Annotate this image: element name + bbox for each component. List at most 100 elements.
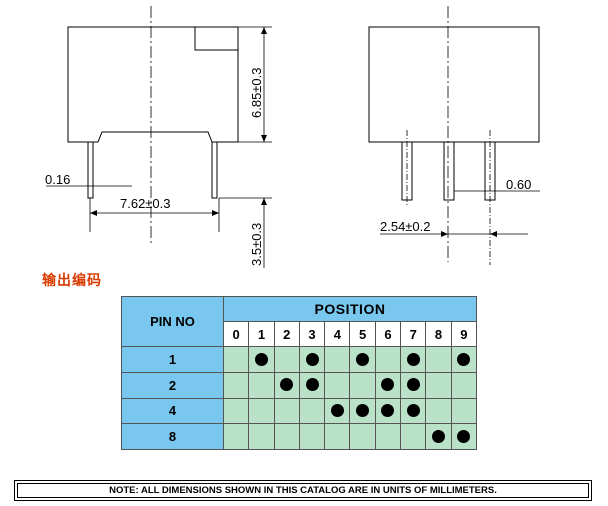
position-cell bbox=[324, 423, 351, 450]
position-cell bbox=[222, 423, 250, 450]
lead-width-label: 0.60 bbox=[506, 177, 531, 192]
output-code-title: 输出编码 bbox=[42, 273, 102, 289]
pin-spacing-right-arrow-right bbox=[490, 231, 497, 237]
position-cell bbox=[222, 346, 250, 373]
position-cell bbox=[222, 397, 250, 425]
position-dot bbox=[305, 378, 319, 392]
position-cell bbox=[400, 346, 427, 373]
position-cell bbox=[374, 346, 402, 373]
position-number: 6 bbox=[374, 321, 402, 347]
height-label: 6.85±0.3 bbox=[249, 67, 264, 118]
pin-number: 2 bbox=[121, 371, 224, 399]
position-cell bbox=[400, 397, 427, 425]
position-cell bbox=[324, 371, 351, 399]
position-cell bbox=[324, 346, 351, 373]
position-cell bbox=[400, 371, 427, 399]
position-cell bbox=[222, 371, 250, 399]
position-number: 7 bbox=[400, 321, 427, 347]
position-cell bbox=[273, 397, 300, 425]
position-cell bbox=[349, 397, 376, 425]
position-cell bbox=[349, 346, 376, 373]
position-dot bbox=[330, 404, 344, 418]
position-dot bbox=[254, 352, 268, 366]
right-body-outline bbox=[368, 26, 540, 143]
position-number: 5 bbox=[349, 321, 376, 347]
position-cell bbox=[248, 371, 275, 399]
position-cell bbox=[425, 371, 452, 399]
pin-spacing-right-arrow-left bbox=[441, 231, 448, 237]
position-dot bbox=[457, 429, 471, 443]
component-drawing: 0.16 7.62±0.3 6.85±0.3 3.5±0.3 0.60 2.54… bbox=[45, 6, 540, 268]
position-cell bbox=[273, 423, 300, 450]
position-cell bbox=[450, 423, 478, 450]
left-body-notch bbox=[194, 26, 239, 51]
pin-spacing-left-label: 7.62±0.3 bbox=[120, 196, 171, 211]
position-dot bbox=[406, 404, 420, 418]
lead-thickness-label: 0.16 bbox=[45, 172, 70, 187]
pin-row: 4 bbox=[121, 397, 478, 425]
left-body-outline bbox=[67, 26, 239, 143]
right-lead-2 bbox=[443, 141, 455, 201]
position-cell bbox=[248, 423, 275, 450]
position-cell bbox=[298, 423, 326, 450]
pin-number: 8 bbox=[121, 423, 224, 450]
position-cell bbox=[450, 346, 478, 373]
pin-spacing-left-arrow-left bbox=[90, 210, 97, 216]
position-cell bbox=[450, 371, 478, 399]
position-number: 8 bbox=[425, 321, 452, 347]
position-number: 3 bbox=[298, 321, 326, 347]
lead-length-label: 3.5±0.3 bbox=[249, 223, 264, 266]
position-cell bbox=[374, 397, 402, 425]
position-header: POSITION bbox=[223, 296, 477, 322]
position-dot bbox=[305, 352, 319, 366]
position-cell bbox=[298, 371, 326, 399]
units-note: NOTE: ALL DIMENSIONS SHOWN IN THIS CATAL… bbox=[17, 483, 589, 498]
position-cell bbox=[425, 397, 452, 425]
position-number: 1 bbox=[248, 321, 275, 347]
pin-row: 8 bbox=[121, 423, 478, 450]
left-lead-1 bbox=[87, 141, 94, 199]
position-cell bbox=[425, 423, 452, 450]
position-cell bbox=[248, 397, 275, 425]
position-number: 0 bbox=[222, 321, 250, 347]
position-dot bbox=[356, 352, 370, 366]
note-frame: NOTE: ALL DIMENSIONS SHOWN IN THIS CATAL… bbox=[14, 480, 592, 501]
pin-row: 2 bbox=[121, 371, 478, 399]
pin-no-header: PIN NO bbox=[121, 296, 224, 347]
position-dot bbox=[432, 429, 446, 443]
position-number: 4 bbox=[324, 321, 351, 347]
height-arrow-top bbox=[261, 27, 267, 34]
position-cell bbox=[349, 371, 376, 399]
position-cell bbox=[349, 423, 376, 450]
position-dot bbox=[457, 352, 471, 366]
position-dot bbox=[381, 378, 395, 392]
position-cell bbox=[324, 397, 351, 425]
position-dot bbox=[356, 404, 370, 418]
lead-length-arrow-top bbox=[261, 198, 267, 205]
pin-row: 1 bbox=[121, 346, 478, 373]
position-cell bbox=[273, 346, 300, 373]
pin-number: 4 bbox=[121, 397, 224, 425]
position-cell bbox=[298, 346, 326, 373]
height-arrow-bottom bbox=[261, 135, 267, 142]
position-dot bbox=[406, 352, 420, 366]
position-number: 9 bbox=[450, 321, 478, 347]
position-dot bbox=[280, 378, 294, 392]
position-dot bbox=[406, 378, 420, 392]
position-cell bbox=[248, 346, 275, 373]
position-cell bbox=[374, 371, 402, 399]
pin-spacing-left-arrow-right bbox=[212, 210, 219, 216]
position-cell bbox=[450, 397, 478, 425]
position-dot bbox=[381, 404, 395, 418]
position-cell bbox=[273, 371, 300, 399]
position-cell bbox=[298, 397, 326, 425]
position-cell bbox=[425, 346, 452, 373]
left-lead-2 bbox=[211, 141, 218, 199]
position-cell bbox=[374, 423, 402, 450]
pin-spacing-right-label: 2.54±0.2 bbox=[380, 219, 431, 234]
position-cell bbox=[400, 423, 427, 450]
pin-number: 1 bbox=[121, 346, 224, 373]
